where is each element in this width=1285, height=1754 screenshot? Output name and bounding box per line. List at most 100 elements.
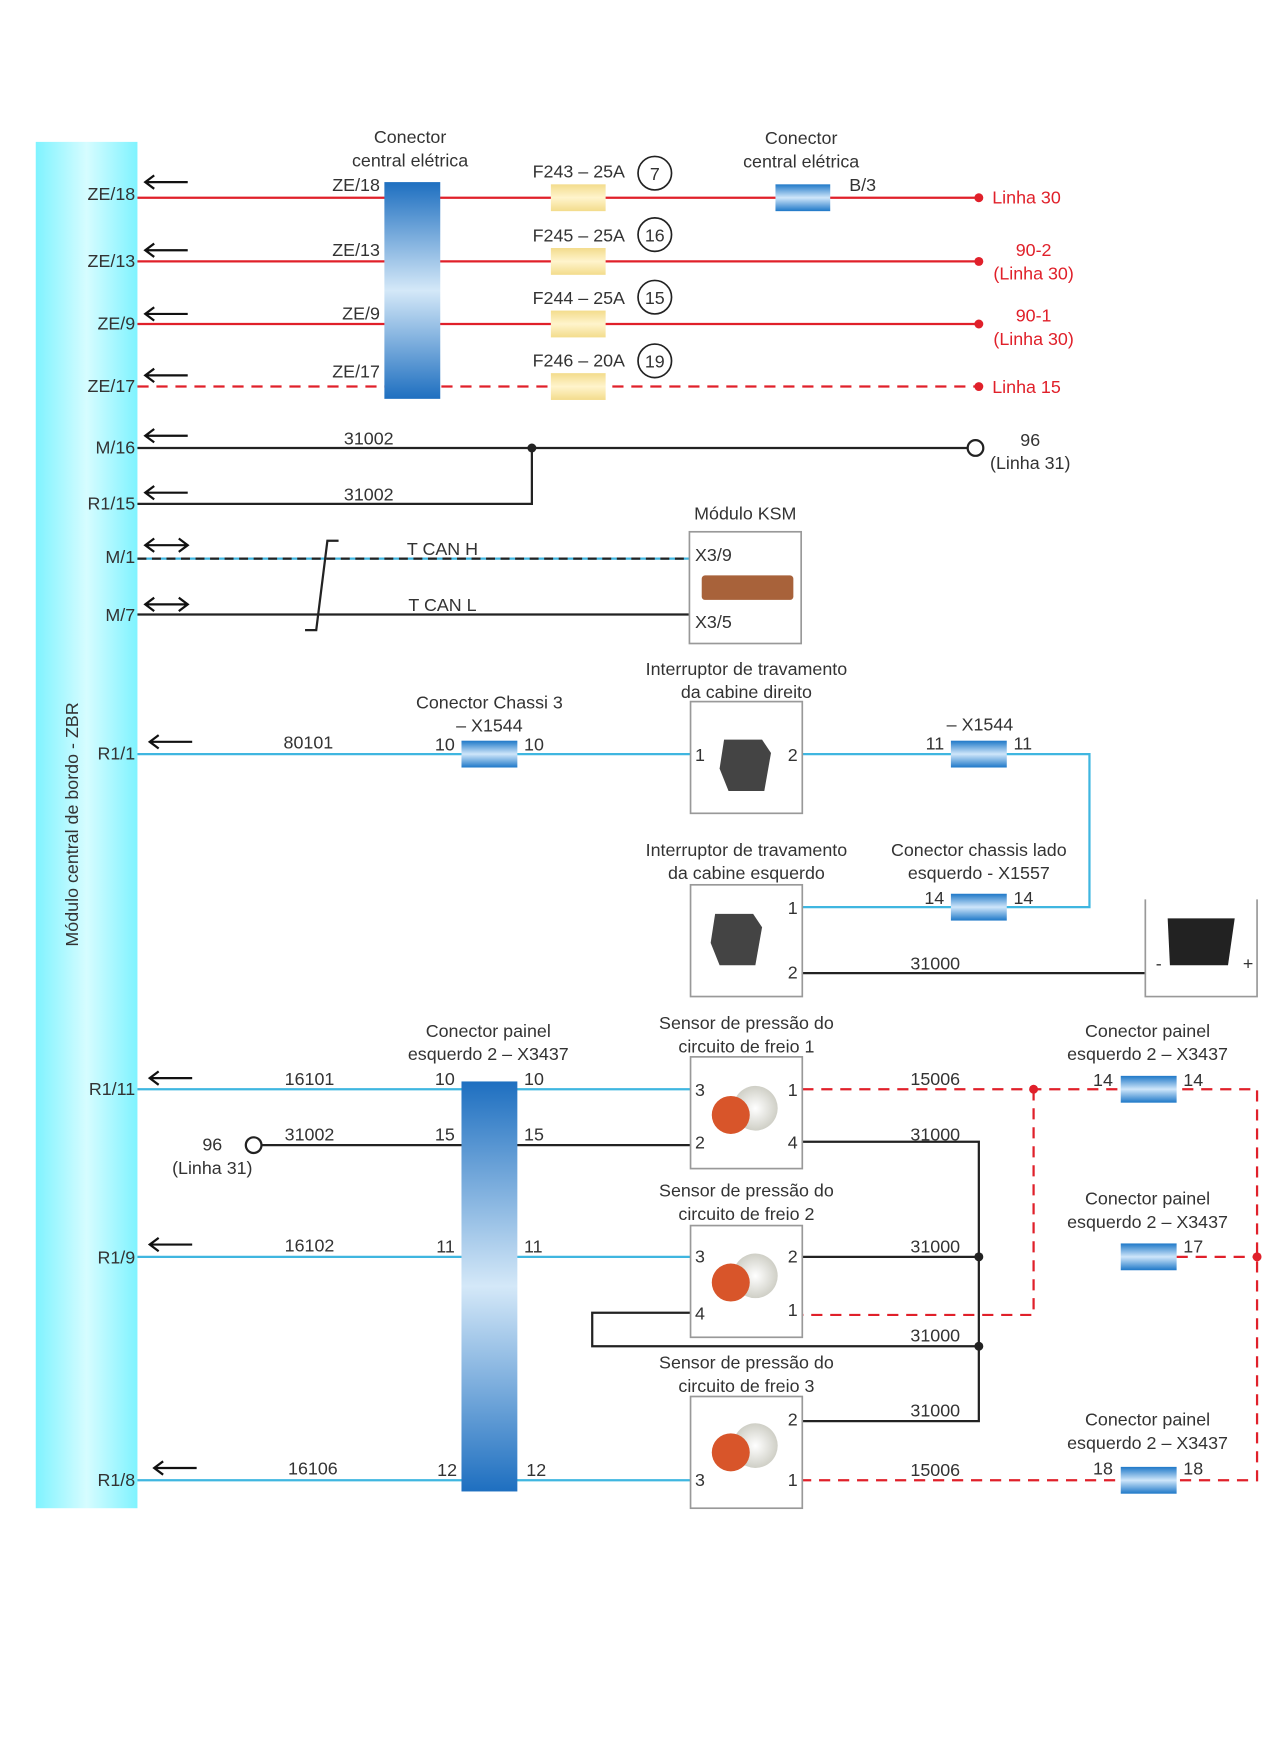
label: 1 xyxy=(788,898,798,918)
label: Conector Chassi 3 xyxy=(416,692,563,712)
label: Conector xyxy=(765,128,838,148)
label: 14 xyxy=(1093,1070,1113,1090)
sensor-1: Sensor de pressão do circuito de freio 1… xyxy=(659,1013,834,1170)
connector-x1544-b xyxy=(950,740,1007,768)
pin-label: M/1 xyxy=(105,547,135,567)
label: 16101 xyxy=(285,1069,335,1089)
label: 31000 xyxy=(910,1326,960,1346)
label: 31000 xyxy=(910,1125,960,1145)
pin-label: R1/8 xyxy=(97,1470,135,1490)
label: 31002 xyxy=(344,429,394,449)
sensor-signal-wires xyxy=(137,1088,691,1482)
label: Linha 15 xyxy=(992,377,1061,397)
label: 2 xyxy=(788,745,798,765)
label: 31002 xyxy=(285,1125,335,1145)
label: Sensor de pressão do xyxy=(659,1353,834,1373)
pin-label: ZE/17 xyxy=(88,376,136,396)
fuse xyxy=(550,310,606,338)
label: central elétrica xyxy=(352,150,468,170)
label: 96 xyxy=(1020,430,1040,450)
arrow-icons xyxy=(143,174,197,1476)
label: Conector painel xyxy=(1085,1021,1210,1041)
label: esquerdo - X1557 xyxy=(908,863,1050,883)
sensor-2: Sensor de pressão do circuito de freio 2… xyxy=(659,1181,834,1339)
pin-label: R1/11 xyxy=(89,1079,135,1099)
fuse xyxy=(550,373,606,400)
label: 15006 xyxy=(910,1069,960,1089)
module-label: Módulo central de bordo - ZBR xyxy=(62,702,82,946)
pin-label: R1/9 xyxy=(97,1248,135,1268)
label: X3/5 xyxy=(695,612,732,632)
module-pins: ZE/18 ZE/13 ZE/9 ZE/17 M/16 R1/15 M/1 M/… xyxy=(88,184,136,1490)
label: Interruptor de travamento xyxy=(646,659,848,679)
label: 10 xyxy=(524,1069,544,1089)
label: X3/9 xyxy=(695,545,732,565)
label: 14 xyxy=(1183,1070,1203,1090)
label: da cabine direito xyxy=(681,682,812,702)
label: – X1544 xyxy=(456,716,523,736)
label: 7 xyxy=(650,164,660,184)
label: – X1544 xyxy=(947,715,1014,735)
label: 15 xyxy=(645,288,665,308)
switch-left-image xyxy=(710,913,763,966)
label: 12 xyxy=(526,1460,546,1480)
label: circuito de freio 3 xyxy=(678,1376,814,1396)
ground-wires xyxy=(137,446,968,505)
label: 31000 xyxy=(910,1236,960,1256)
ksm-module-image xyxy=(701,575,794,600)
label: 15006 xyxy=(910,1460,960,1480)
label: 4 xyxy=(695,1303,705,1323)
switch-right-image xyxy=(719,739,771,791)
label: 96 xyxy=(202,1135,222,1155)
sensor-icon xyxy=(711,1095,750,1134)
central-connector xyxy=(384,182,441,399)
label: Linha 30 xyxy=(992,187,1061,207)
label: 11 xyxy=(524,1236,543,1256)
label: Conector xyxy=(374,127,447,147)
label: 31002 xyxy=(344,485,394,505)
label: 14 xyxy=(924,888,944,908)
label: Interruptor de travamento xyxy=(646,840,848,860)
label: F243 – 25A xyxy=(533,162,625,182)
sensor-3: Sensor de pressão do circuito de freio 3… xyxy=(659,1353,834,1510)
label: 3 xyxy=(695,1246,705,1266)
central-module-bar xyxy=(35,141,138,1509)
label: Conector chassis lado xyxy=(891,840,1067,860)
label: Módulo KSM xyxy=(694,503,796,523)
label: T CAN H xyxy=(407,539,478,559)
label: F244 – 25A xyxy=(533,288,625,308)
panel-connector-x3437 xyxy=(461,1081,518,1492)
right-connectors: Conector painel esquerdo 2 – X3437 14 14… xyxy=(1067,1021,1228,1494)
label: ZE/17 xyxy=(332,362,380,382)
label: (Linha 31) xyxy=(172,1158,252,1178)
label: esquerdo 2 – X3437 xyxy=(408,1044,569,1064)
label: 17 xyxy=(1183,1236,1203,1256)
label: 11 xyxy=(1013,734,1032,754)
label: 3 xyxy=(695,1080,705,1100)
connector-x1544 xyxy=(461,740,518,768)
label: Sensor de pressão do xyxy=(659,1013,834,1033)
pin-label: ZE/9 xyxy=(97,314,135,334)
sensor-icon xyxy=(711,1433,750,1472)
label: 18 xyxy=(1183,1459,1203,1479)
r11-signal-wire xyxy=(137,752,1091,909)
label: 80101 xyxy=(284,733,334,753)
pin-label: R1/15 xyxy=(88,493,136,513)
label: central elétrica xyxy=(743,152,859,172)
label: circuito de freio 2 xyxy=(678,1204,814,1224)
label: - xyxy=(1156,954,1162,974)
label: ZE/9 xyxy=(342,304,380,324)
label: 10 xyxy=(435,735,455,755)
label: + xyxy=(1243,954,1253,974)
label: 18 xyxy=(1093,1459,1113,1479)
label: 1 xyxy=(788,1300,798,1320)
fuses: F243 – 25A F245 – 25A F244 – 25A F246 – … xyxy=(533,155,673,400)
label: Conector painel xyxy=(1085,1188,1210,1208)
label: 2 xyxy=(788,1246,798,1266)
connector-b3 xyxy=(775,184,831,212)
label: 16106 xyxy=(288,1459,338,1479)
label: 2 xyxy=(788,1410,798,1430)
label: (Linha 30) xyxy=(993,263,1073,283)
label: esquerdo 2 – X3437 xyxy=(1067,1433,1228,1453)
